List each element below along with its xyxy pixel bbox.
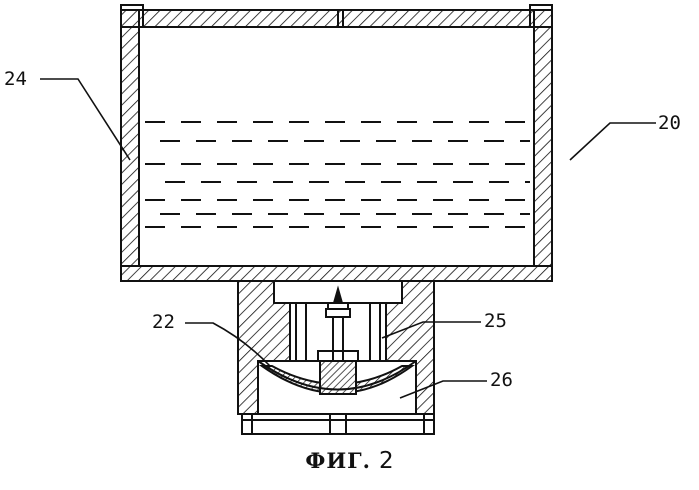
ref-label-24: 24 <box>4 70 27 89</box>
patent-figure <box>0 0 699 440</box>
figure-caption-word: ФИГ. <box>305 448 371 473</box>
ref-label-22: 22 <box>152 313 175 332</box>
leader-20 <box>570 123 656 160</box>
bottom-cap <box>242 414 434 434</box>
leader-24 <box>40 79 130 160</box>
figure-caption: ФИГ. 2 <box>0 448 699 474</box>
ref-label-26: 26 <box>490 371 513 390</box>
ref-label-20: 20 <box>658 114 681 133</box>
figure-caption-number: 2 <box>379 448 394 474</box>
ref-label-25: 25 <box>484 312 507 331</box>
liquid-chamber <box>139 27 534 266</box>
